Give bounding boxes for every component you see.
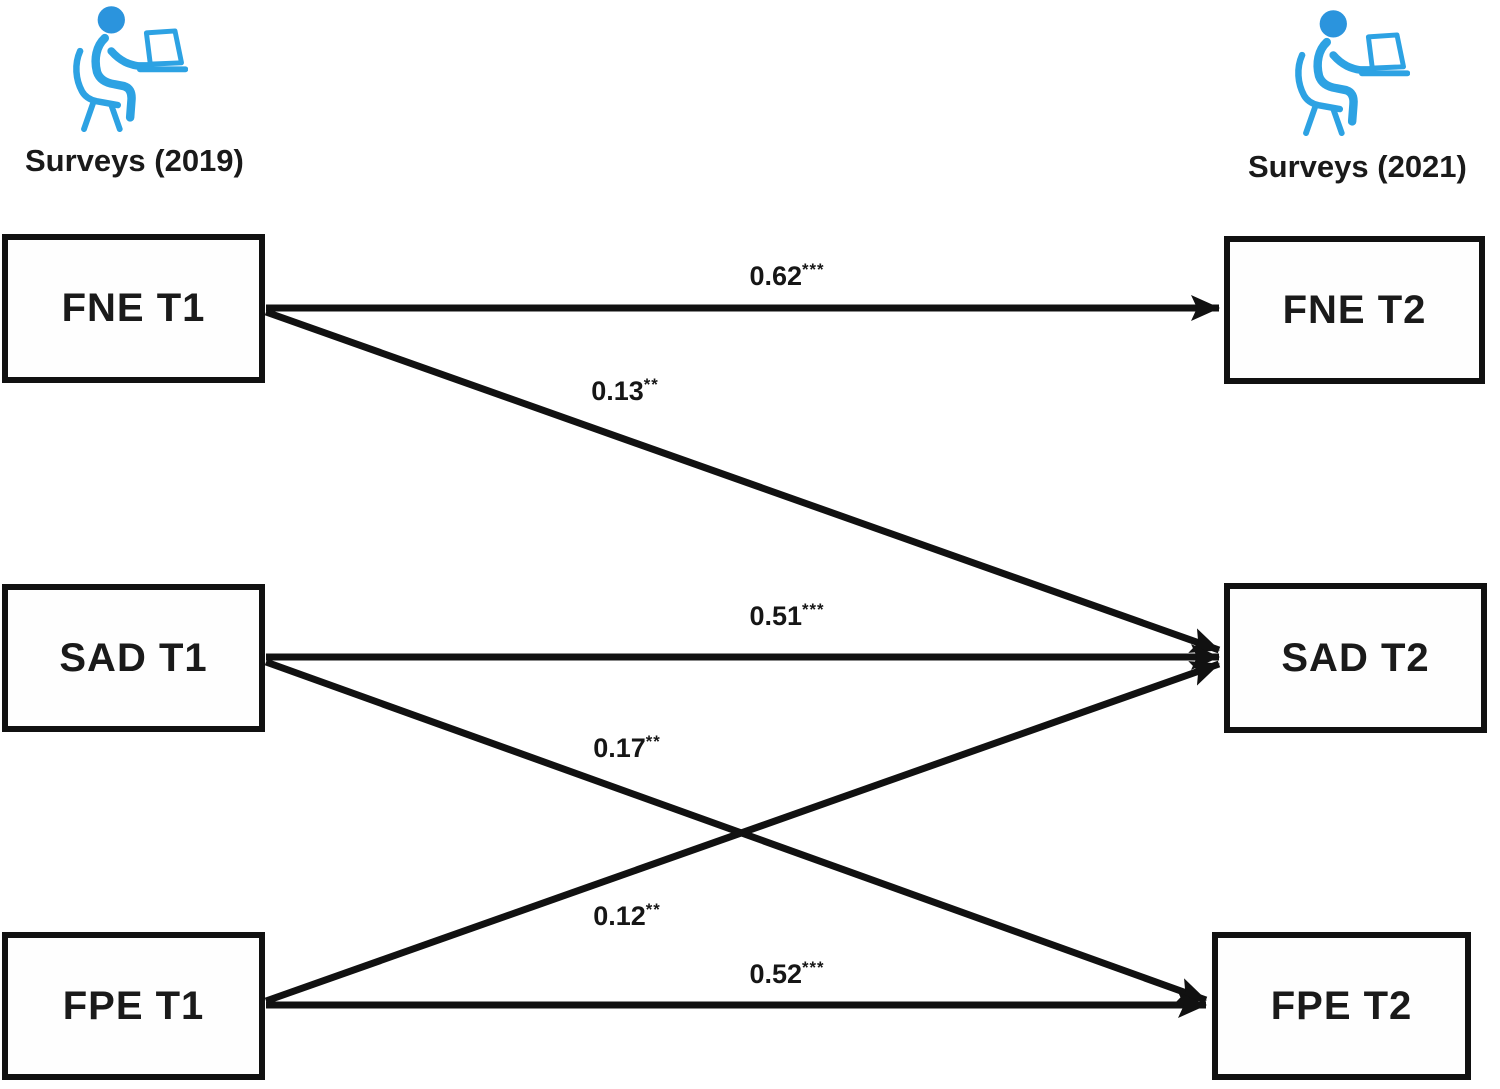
person-at-laptop-icon: [73, 6, 188, 133]
coef-fpe1-fpe2: 0.52***: [749, 958, 825, 989]
coef-fne1-sad2: 0.13**: [591, 375, 659, 406]
coef-sad1-sad2: 0.51***: [749, 600, 825, 631]
coef-fpe1-sad2: 0.12**: [593, 900, 661, 931]
arrow-sad1-to-fpe2: [264, 658, 1208, 1004]
arrow-fne1-to-sad2: [264, 308, 1221, 654]
surveys-2019-label: Surveys (2019): [25, 143, 244, 178]
coef-sad1-fpe2: 0.17**: [593, 732, 661, 763]
person-at-laptop-icon: [1295, 10, 1410, 137]
box-fne-t2: FNE T2: [1224, 236, 1485, 384]
box-sad-t2: SAD T2: [1224, 583, 1487, 733]
box-fpe-t2: FPE T2: [1212, 932, 1471, 1080]
surveys-2021-label: Surveys (2021): [1248, 149, 1467, 184]
box-sad-t1: SAD T1: [2, 584, 265, 732]
box-fne-t1: FNE T1: [2, 234, 265, 383]
box-fpe-t1: FPE T1: [2, 932, 265, 1080]
coef-fne1-fne2: 0.62***: [749, 260, 825, 291]
arrow-fpe1-to-sad2: [264, 660, 1221, 1005]
